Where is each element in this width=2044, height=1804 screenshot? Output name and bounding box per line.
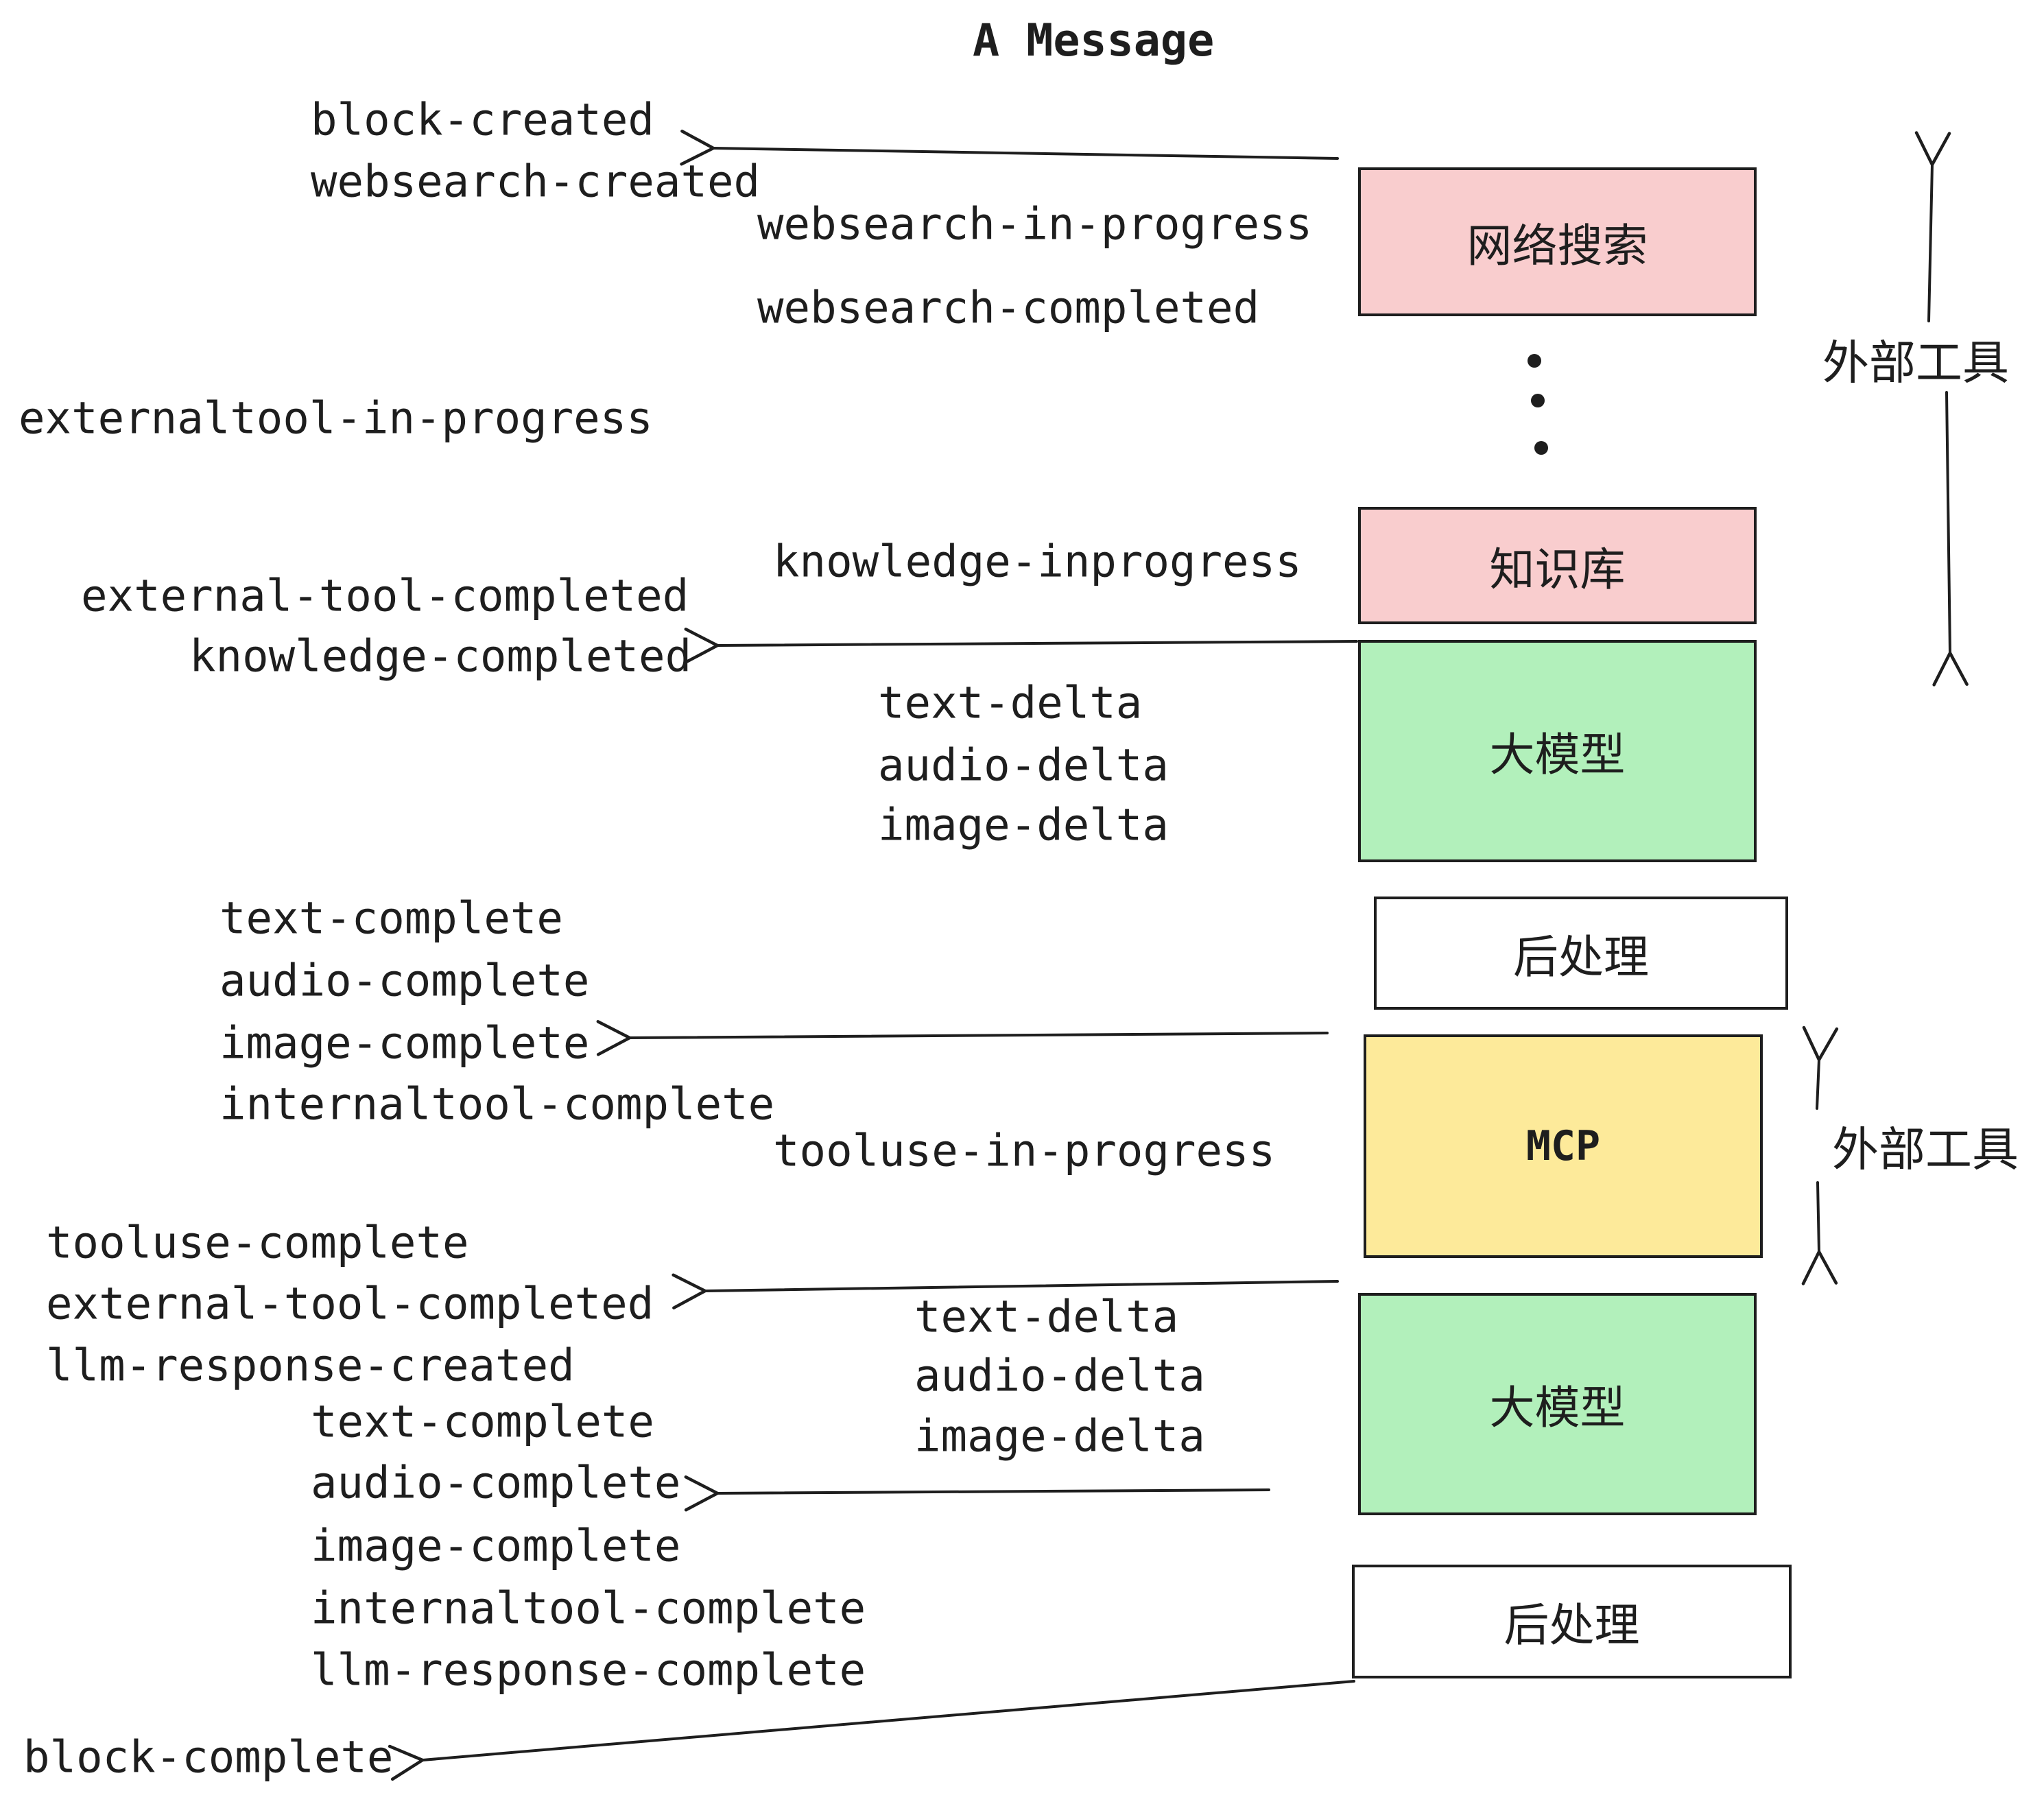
box-mcp: MCP [1364,1034,1763,1258]
event-label-websearch-completed: websearch-completed [757,283,1260,334]
box-postprocess-2: 后处理 [1352,1565,1792,1678]
event-label-audio-delta-2: audio-delta [914,1351,1205,1402]
arrow-knowledge-completed [684,628,1358,664]
event-label-audio-delta-1: audio-delta [878,740,1169,792]
external-tools-label-1: 外部工具 [1822,337,2010,390]
event-label-tooluse-in-progress: tooluse-in-progress [773,1126,1276,1177]
event-label-image-delta-1: image-delta [878,800,1169,851]
event-label-external-tool-completed-1: external-tool-completed [81,571,689,622]
box-postprocess-1-label: 后处理 [1513,931,1649,982]
box-mcp-label: MCP [1525,1122,1601,1170]
external-tools-arrow-down-2 [1801,1181,1838,1285]
event-label-text-delta-1: text-delta [878,678,1143,729]
event-label-text-delta-2: text-delta [914,1292,1179,1343]
external-tools-arrow-up-1 [1914,131,1951,322]
box-websearch: 网络搜索 [1358,167,1757,316]
event-label-audio-complete-2: audio-complete [311,1458,681,1509]
event-label-block-created: block-created [311,95,654,146]
event-label-text-complete-1: text-complete [219,893,563,945]
box-websearch-label: 网络搜索 [1466,219,1648,271]
box-llm-2-label: 大模型 [1489,1382,1626,1433]
event-label-llm-response-created: llm-response-created [46,1340,575,1392]
box-llm-1-label: 大模型 [1489,729,1626,780]
event-label-knowledge-completed: knowledge-completed [189,631,692,683]
event-label-externaltool-in-progress: externaltool-in-progress [19,393,653,444]
event-label-text-complete-2: text-complete [311,1397,654,1448]
box-llm-2: 大模型 [1358,1293,1757,1515]
event-label-external-tool-completed-2: external-tool-completed [46,1279,654,1330]
event-label-tooluse-complete: tooluse-complete [46,1218,469,1269]
event-label-websearch-in-progress: websearch-in-progress [757,199,1313,250]
box-knowledge: 知识库 [1358,507,1757,624]
box-postprocess-1: 后处理 [1374,897,1788,1010]
event-label-internaltool-complete-1: internaltool-complete [219,1079,775,1130]
event-label-internaltool-complete-2: internaltool-complete [311,1583,866,1635]
diagram-title: A Message [973,15,1215,67]
box-knowledge-label: 知识库 [1489,543,1626,595]
event-label-block-complete: block-complete [23,1732,394,1783]
external-tools-arrow-up-2 [1802,1025,1839,1110]
arrow-audio-complete [684,1475,1270,1512]
event-label-llm-response-complete: llm-response-complete [311,1645,866,1696]
event-label-knowledge-inprogress: knowledge-inprogress [773,536,1302,588]
event-label-image-complete-2: image-complete [311,1521,681,1572]
box-postprocess-2-label: 后处理 [1504,1600,1640,1650]
event-label-image-delta-2: image-delta [914,1411,1205,1462]
external-tools-label-2: 外部工具 [1832,1124,2019,1176]
box-llm-1: 大模型 [1358,640,1757,862]
ellipsis-dots [1528,354,1548,455]
external-tools-arrow-down-1 [1932,391,1969,687]
arrow-image-complete [596,1020,1329,1056]
event-label-websearch-created: websearch-created [311,156,761,208]
event-label-audio-complete-1: audio-complete [219,956,590,1007]
arrow-tooluse-complete [672,1273,1339,1309]
event-label-image-complete-1: image-complete [219,1018,590,1069]
arrow-websearch-created [680,129,1339,166]
